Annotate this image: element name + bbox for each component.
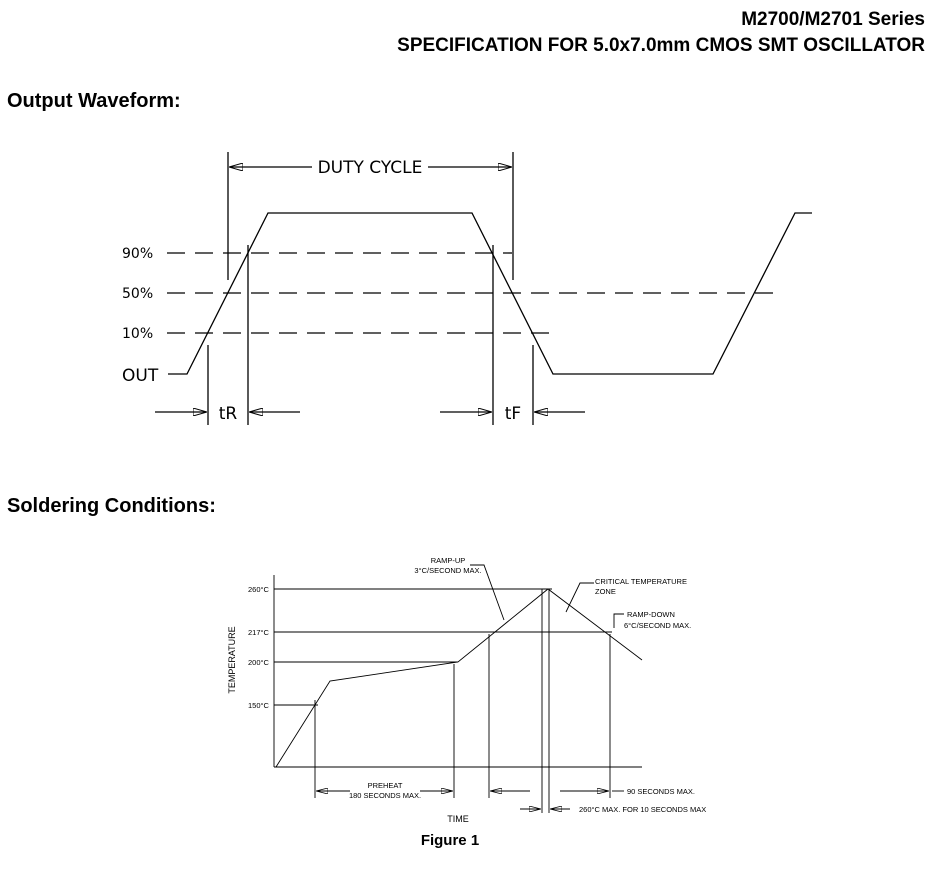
critical-zone-label: CRITICAL TEMPERATURE (595, 577, 687, 586)
duty-cycle-label: DUTY CYCLE (318, 158, 423, 178)
ramp-up-label: RAMP-UP (431, 556, 466, 565)
time-axis-label: TIME (447, 814, 469, 824)
ninety-seconds-label: 90 SECONDS MAX. (627, 787, 695, 796)
soldering-labels: TEMPERATURE 260°C 217°C 200°C 150°C RAMP… (227, 556, 706, 824)
ramp-down-rate-label: 6°C/SECOND MAX. (624, 621, 691, 630)
output-waveform-heading: Output Waveform: (7, 90, 181, 112)
temp-150-label: 150°C (248, 701, 270, 710)
level-90-label: 90% (122, 246, 153, 262)
temp-217-label: 217°C (248, 628, 270, 637)
reflow-profile-curve (275, 588, 643, 768)
preheat-label: PREHEAT (368, 781, 403, 790)
preheat-time-label: 180 SECONDS MAX. (349, 791, 421, 800)
ramp-down-label: RAMP-DOWN (627, 610, 675, 619)
tf-label: tF (505, 404, 521, 424)
output-waveform-diagram (155, 152, 812, 425)
level-50-label: 50% (122, 286, 153, 302)
ten-seconds-label: 260°C MAX. FOR 10 SECONDS MAX (579, 805, 706, 814)
temp-260-label: 260°C (248, 585, 270, 594)
level-10-label: 10% (122, 326, 153, 342)
critical-zone-label-2: ZONE (595, 587, 616, 596)
series-title: M2700/M2701 Series (741, 9, 925, 30)
out-label: OUT (122, 366, 159, 386)
figure-caption: Figure 1 (420, 832, 480, 849)
soldering-conditions-heading: Soldering Conditions: (7, 495, 216, 517)
tr-label: tR (219, 404, 238, 424)
waveform-labels: DUTY CYCLE 90% 50% 10% OUT tR tF (122, 155, 521, 424)
soldering-profile-diagram (273, 564, 643, 813)
ramp-up-rate-label: 3°C/SECOND MAX. (414, 566, 481, 575)
temp-200-label: 200°C (248, 658, 270, 667)
temperature-axis-label: TEMPERATURE (227, 626, 237, 693)
spec-title: SPECIFICATION FOR 5.0x7.0mm CMOS SMT OSC… (397, 35, 925, 56)
